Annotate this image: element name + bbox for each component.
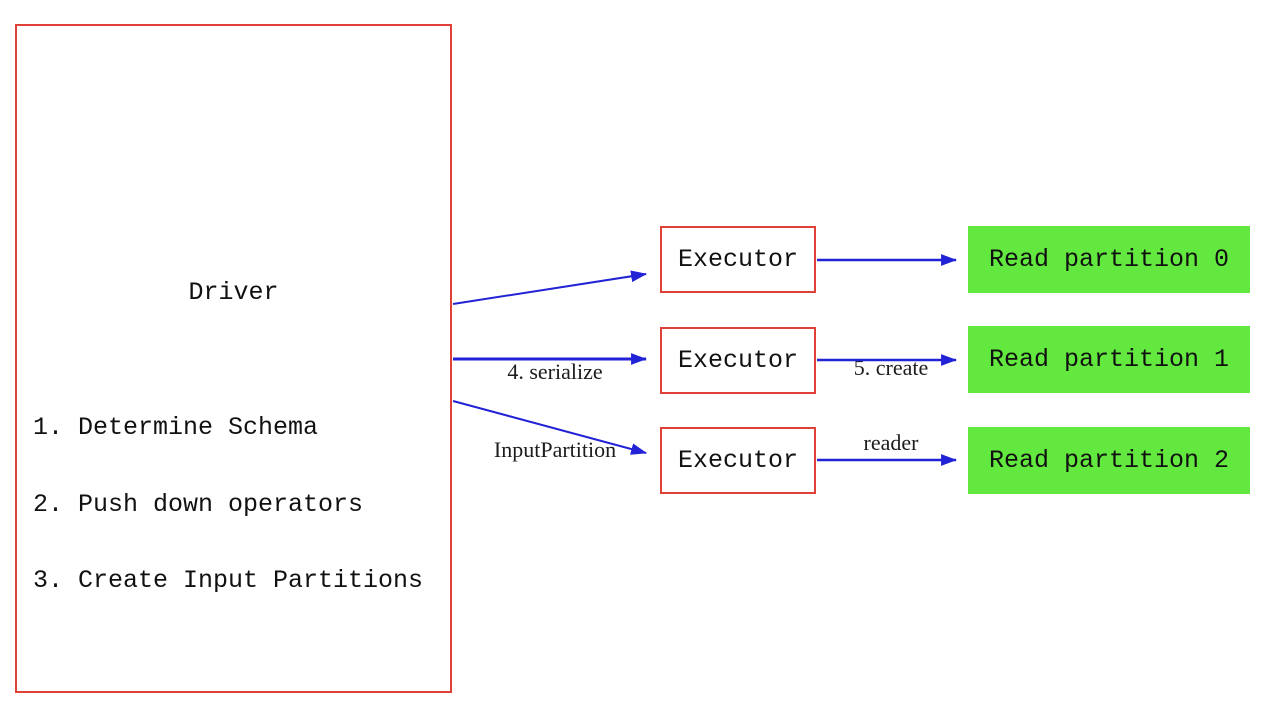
read-partition-box-2: Read partition 2 — [968, 427, 1250, 494]
driver-steps: 1. Determine Schema 2. Push down operato… — [33, 364, 423, 645]
arrow-driver-to-executor-1 — [452, 270, 648, 305]
edge-label-serialize: 4. serialize InputPartition — [405, 307, 705, 515]
driver-step-3: 3. Create Input Partitions — [33, 566, 424, 595]
edge-label-create-reader-line1: 5. create — [853, 355, 929, 380]
driver-step-1: 1. Determine Schema — [33, 413, 319, 442]
read-partition-box-1: Read partition 1 — [968, 326, 1250, 393]
executor-box-3: Executor — [660, 427, 816, 494]
edge-label-create-reader: 5. create reader — [771, 305, 1011, 505]
driver-step-2: 2. Push down operators — [33, 489, 364, 519]
edge-label-serialize-line1: 4. serialize — [507, 359, 603, 384]
read-partition-label-1: Read partition 1 — [988, 345, 1230, 374]
read-partition-box-0: Read partition 0 — [968, 226, 1250, 293]
edge-label-create-reader-line2: reader — [863, 430, 919, 455]
read-partition-label-0: Read partition 0 — [988, 245, 1230, 274]
executor-label-2: Executor — [677, 346, 799, 375]
driver-title: Driver — [188, 278, 279, 307]
executor-label-1: Executor — [677, 245, 799, 274]
driver-box: Driver 1. Determine Schema 2. Push down … — [15, 24, 452, 693]
executor-label-3: Executor — [677, 446, 799, 475]
executor-box-2: Executor — [660, 327, 816, 394]
edge-label-serialize-line2: InputPartition — [493, 437, 617, 462]
executor-box-1: Executor — [660, 226, 816, 293]
read-partition-label-2: Read partition 2 — [988, 446, 1230, 475]
